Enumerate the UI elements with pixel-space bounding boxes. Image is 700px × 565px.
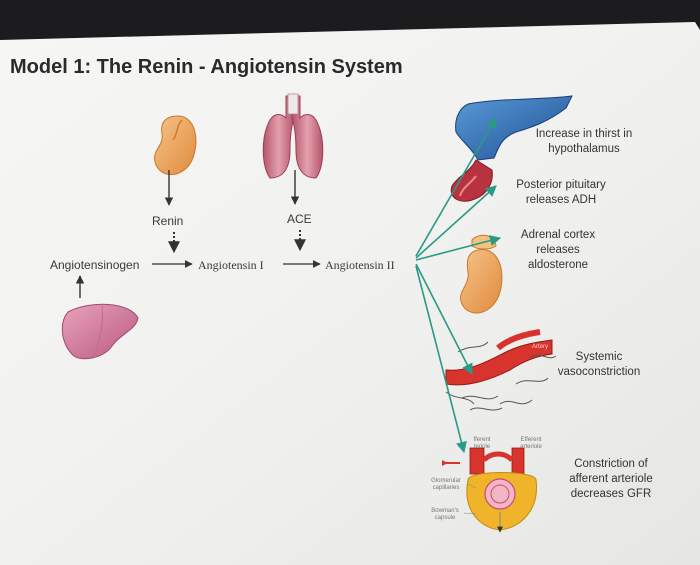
angiotensin-i-label: Angiotensin I [198,258,264,272]
kidney-icon [154,115,197,175]
liver-icon [61,303,139,360]
effect-vasoconstriction-label: Systemic vasoconstriction [557,351,641,378]
page-title: Model 1: The Renin - Angiotensin System [10,56,403,78]
arrow-to-adh [415,185,497,259]
ace-label: ACE [287,212,312,226]
angiotensin-ii-label: Angiotensin II [325,258,395,272]
teal-effect-arrows [415,117,502,454]
renin-label: Renin [152,214,184,228]
lungs-icon [262,93,324,179]
arrow-to-aldosterone [415,235,502,261]
arrow-to-thirst [415,117,497,257]
glomerular-tiny-label: Glomerular capillaries [431,478,461,491]
angiotensinogen-label: Angiotensinogen [50,258,140,272]
arrow-to-vasoconstriction [415,263,473,375]
effect-adh-label: Posterior pituitary releases ADH [516,179,606,206]
effect-aldosterone-label: Adrenal cortex releases aldosterone [520,229,596,271]
efferent-tiny-label: Efferent arteriole [520,437,542,450]
effect-gfr-label: Constriction of afferent arteriole decre… [569,458,653,500]
effect-thirst-label: Increase in thirst in hypothalamus [535,128,633,155]
afferent-tiny-label: fferent teriole [473,437,491,450]
artery-tiny-label: Artery [531,344,548,350]
arrow-to-gfr [415,265,467,454]
bowmans-tiny-label: Bowman's capsule [431,508,459,521]
nephron-icon [442,447,537,533]
